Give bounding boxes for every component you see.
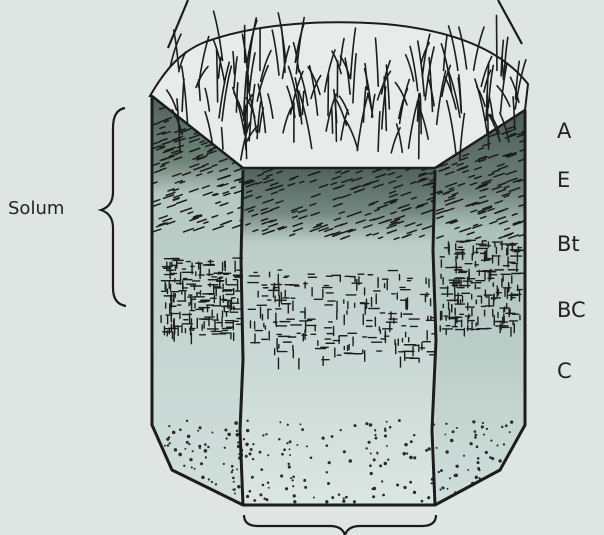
- solum-brace: [101, 108, 126, 306]
- horizon-label-bt: Bt: [557, 234, 580, 255]
- horizon-label-bc: BC: [557, 300, 586, 321]
- horizon-label-a: A: [557, 121, 571, 142]
- horizon-label-c: C: [557, 361, 572, 382]
- bottom-brace: [244, 515, 436, 535]
- solum-label: Solum: [8, 200, 64, 218]
- horizon-label-e: E: [557, 170, 570, 191]
